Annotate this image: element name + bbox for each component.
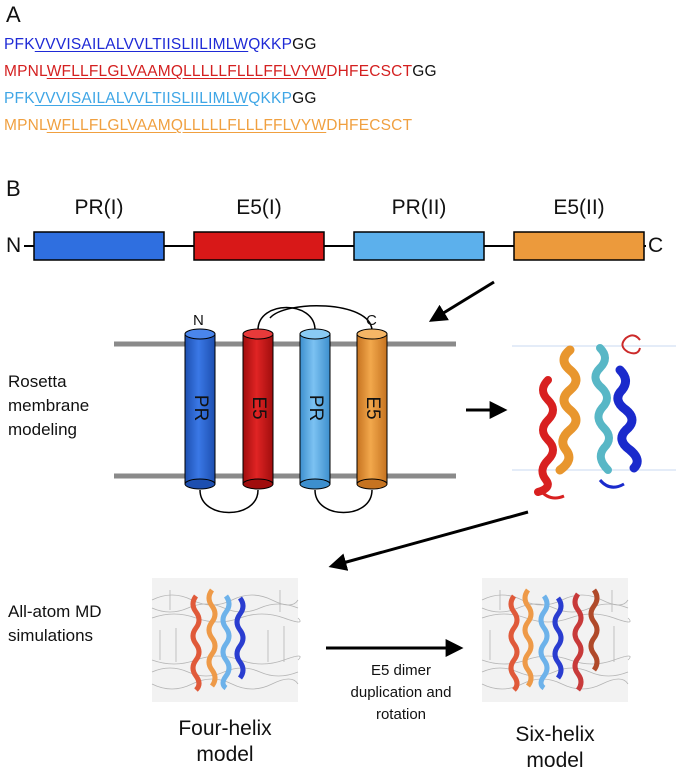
topology-c-label: C — [366, 312, 377, 329]
seq2-tail: GG — [412, 63, 437, 80]
seq1-core: VVVISAILALVVLTIISLIILIMLW — [34, 36, 249, 53]
seq3-post: QKKP — [248, 90, 293, 107]
seq3-core: VVVISAILALVVLTIISLIILIMLW — [34, 90, 249, 107]
helix-label-e5-2: E5 — [362, 396, 383, 420]
seq1-post: QKKP — [248, 36, 293, 53]
segment-label-e5-1: E5(I) — [236, 196, 282, 219]
panel-a-label: A — [6, 2, 21, 27]
c-terminus-label: C — [648, 234, 664, 257]
helix-e5-1 — [242, 328, 274, 490]
six-helix-caption: Six-helix model — [515, 723, 595, 772]
loop-bottom-left — [199, 489, 259, 514]
segment-e5-1 — [193, 231, 325, 261]
segment-pr2 — [353, 231, 485, 261]
seq4-pre: MPNL — [4, 117, 47, 134]
loop-top-right — [269, 304, 373, 331]
seq2-post: DHFECSCT — [326, 63, 413, 80]
sequence-line-4: MPNLWFLLFLGLVAAMQLLLLLFLLLFFLVYWDHFECSCT — [4, 117, 412, 135]
helix-label-pr2: PR — [305, 394, 326, 422]
sequence-line-2: MPNLWFLLFLGLVAAMQLLLLLFLLLFFLVYWDHFECSCT… — [4, 63, 437, 81]
helix-pr2 — [299, 328, 331, 490]
loop-top-e5-pr — [257, 306, 316, 331]
segment-label-pr1: PR(I) — [74, 196, 124, 219]
rosetta-label: Rosetta membrane modeling — [8, 372, 90, 439]
n-terminus-label: N — [6, 234, 22, 257]
sequence-line-3: PFKVVVISAILALVVLTIISLIILIMLWQKKPGG — [4, 90, 317, 108]
helix-label-pr1: PR — [190, 394, 211, 422]
seq3-pre: PFK — [4, 90, 35, 107]
segment-label-e5-2: E5(II) — [553, 196, 605, 219]
helix-pr1 — [184, 328, 216, 490]
segment-pr1 — [33, 231, 165, 261]
rosetta-model-structure — [512, 334, 676, 500]
seq4-core: WFLLFLGLVAAMQLLLLLFLLLFFLVYW — [46, 117, 327, 134]
seq1-tail: GG — [292, 36, 317, 53]
arrow-construct-to-topology — [428, 280, 495, 322]
seq2-core: WFLLFLGLVAAMQLLLLLFLLLFFLVYW — [46, 63, 327, 80]
helix-label-e5-1: E5 — [248, 396, 269, 420]
topology-n-label: N — [193, 312, 204, 329]
helix-e5-2 — [356, 328, 388, 490]
seq3-tail: GG — [292, 90, 317, 107]
segment-e5-2 — [513, 231, 645, 261]
seq2-pre: MPNL — [4, 63, 47, 80]
seq1-pre: PFK — [4, 36, 35, 53]
sequence-line-1: PFKVVVISAILALVVLTIISLIILIMLWQKKPGG — [4, 36, 317, 54]
seq4-post: DHFECSCT — [326, 117, 413, 134]
md-label: All-atom MD simulations — [8, 602, 102, 645]
six-helix-md-image — [481, 578, 631, 702]
panel-b-label: B — [6, 176, 21, 201]
arrow-model-to-md — [328, 510, 529, 571]
loop-bottom-right — [314, 489, 373, 514]
duplication-caption: E5 dimer duplication and rotation — [350, 662, 452, 723]
four-helix-caption: Four-helix model — [178, 717, 272, 766]
four-helix-md-image — [151, 578, 301, 702]
segment-label-pr2: PR(II) — [391, 196, 447, 219]
